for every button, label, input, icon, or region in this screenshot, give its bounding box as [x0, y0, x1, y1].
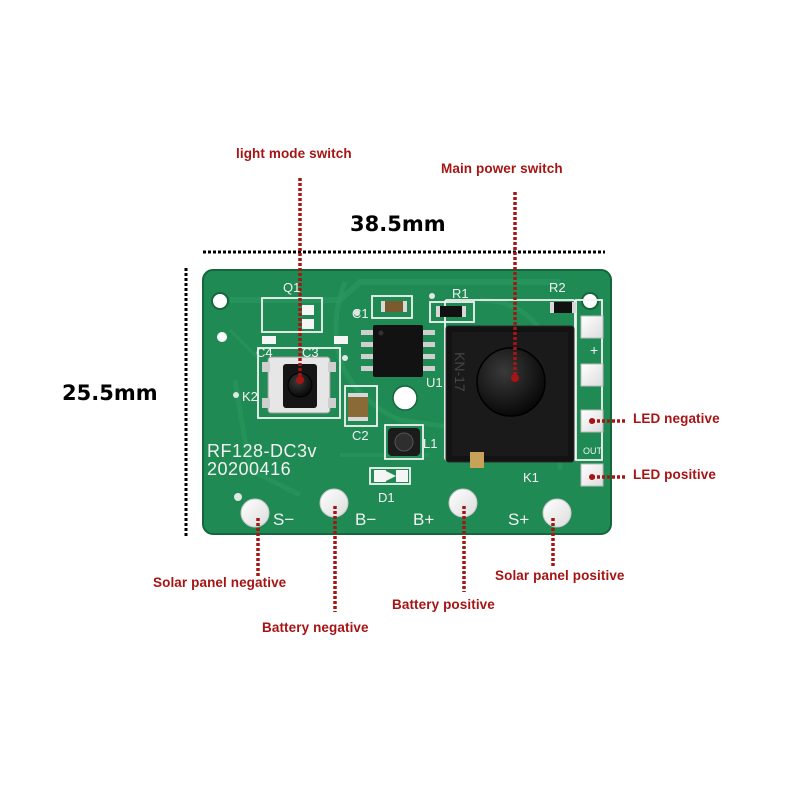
d1-diode	[374, 470, 408, 482]
label-r1: R1	[452, 286, 469, 301]
label-k2: K2	[242, 389, 258, 404]
callout-battery-positive: Battery positive	[392, 597, 495, 612]
pad-label-b-minus: B−	[355, 510, 376, 529]
callout-led-negative: LED negative	[633, 411, 720, 426]
label-u1: U1	[426, 375, 443, 390]
callout-solar-panel-negative: Solar panel negative	[153, 575, 287, 590]
height-dimension-label: 25.5mm	[62, 381, 158, 405]
pad-label-s-plus: S+	[508, 510, 529, 529]
callout-battery-negative: Battery negative	[262, 620, 369, 635]
label-c3: C3	[302, 345, 319, 360]
label-d1: D1	[378, 490, 395, 505]
pad-label-s-minus: S−	[273, 510, 294, 529]
pad-label-b-plus: B+	[413, 510, 434, 529]
smd-components	[262, 301, 576, 421]
label-k1: K1	[523, 470, 539, 485]
label-c4: C4	[256, 345, 273, 360]
label-c2: C2	[352, 428, 369, 443]
callout-main-power-switch: Main power switch	[441, 161, 563, 176]
k2-tactile-switch	[262, 356, 336, 414]
callout-light-mode-switch: light mode switch	[236, 146, 352, 161]
board-model: RF128-DC3v	[207, 441, 317, 461]
bottom-pads	[240, 488, 572, 528]
callout-dots	[296, 374, 595, 480]
label-out-plus: +	[590, 342, 598, 358]
switch-marking: KN-17	[452, 352, 468, 392]
callout-solar-panel-positive: Solar panel positive	[495, 568, 625, 583]
board-date-code: 20200416	[207, 459, 291, 479]
l1-inductor	[388, 428, 420, 456]
label-l1: L1	[423, 436, 437, 451]
label-q1: Q1	[283, 280, 300, 295]
label-r2: R2	[549, 280, 566, 295]
callout-leaders	[256, 178, 626, 612]
width-dimension-label: 38.5mm	[350, 212, 446, 236]
u1-chip	[361, 325, 435, 377]
callout-led-positive: LED positive	[633, 467, 716, 482]
label-c1: C1	[352, 306, 369, 321]
k1-power-switch	[445, 325, 575, 468]
label-out: OUT	[583, 446, 603, 456]
